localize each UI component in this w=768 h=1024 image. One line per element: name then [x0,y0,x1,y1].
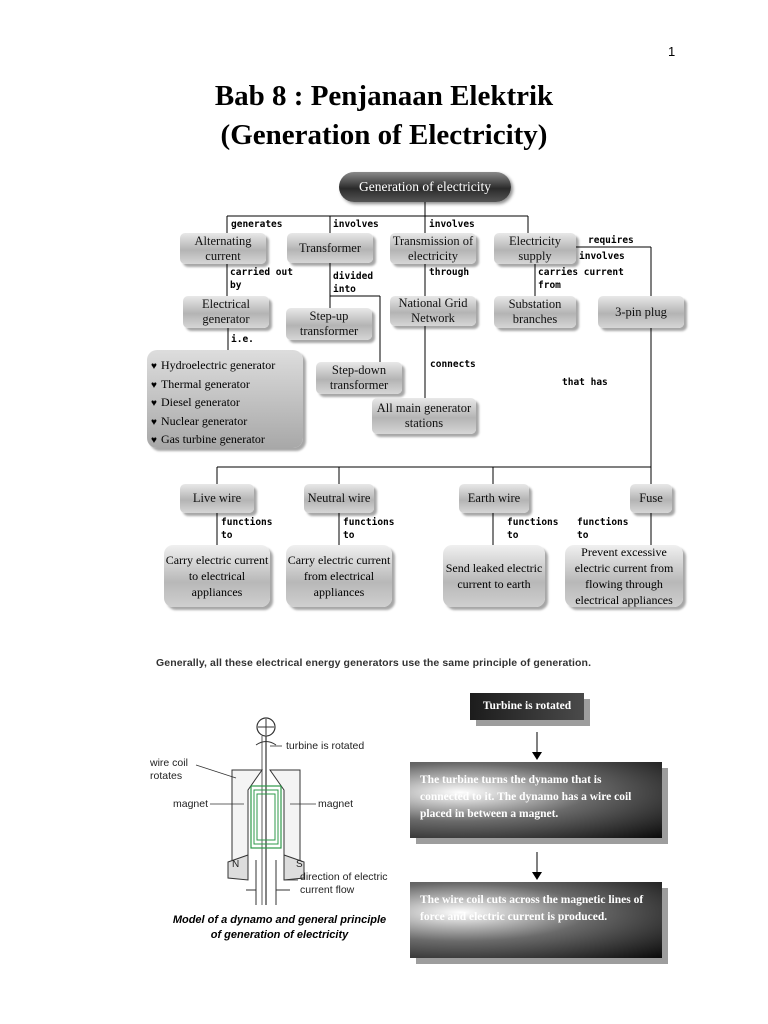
label-to: to [343,530,355,541]
wire-coil-label: wire coil rotates [150,757,188,782]
label-generates: generates [231,219,283,230]
label-functions: functions [343,517,395,528]
node-electrical-generator: Electrical generator [183,296,269,328]
list-item: ♥Nuclear generator [151,413,248,428]
direction-label: direction of electric current flow [300,871,388,896]
page-title: Bab 8 : Penjanaan Elektrik [214,80,554,112]
dynamo-caption: Model of a dynamo and general principle … [172,914,387,941]
label-involves: involves [579,251,625,262]
node-main-stations: All main generator stations [372,398,476,434]
label-through: through [429,267,470,278]
pole-s-label: S [296,859,303,870]
label-ie: i.e. [231,334,254,345]
generator-types-list: ♥Hydroelectric generator ♥Thermal genera… [147,350,303,448]
magnet-right-label: magnet [318,798,354,810]
node-live-wire: Live wire [180,484,254,513]
pole-n-label: N [232,859,240,870]
label-involves: involves [429,219,475,230]
label-connects: connects [430,359,476,370]
label-that-has: that has [562,377,608,388]
list-item: ♥Hydroelectric generator [151,358,276,372]
heart-bullet-icon: ♥ [151,398,157,409]
node-neutral-wire: Neutral wire [304,484,374,513]
heart-bullet-icon: ♥ [151,379,157,391]
label-requires: requires [588,235,634,246]
node-electricity-supply: Electricity supply [494,233,576,264]
node-substation: Substation branches [494,296,576,328]
label-from: from [538,280,561,291]
node-3pin-plug: 3-pin plug [598,296,684,328]
label-to: to [221,530,233,541]
heart-bullet-icon: ♥ [151,416,157,428]
root-node: Generation of electricity [339,172,511,202]
heart-bullet-icon: ♥ [151,435,157,446]
principle-heading: Generally, all these electrical energy g… [156,657,592,669]
function-live: Carry electric current to electrical app… [164,545,270,607]
label-carried-out: carried out [230,267,293,278]
node-alternating-current: Alternating current [180,233,266,264]
node-fuse: Fuse [630,484,672,513]
list-item: ♥Diesel generator [151,395,240,409]
label-divided: divided [333,271,374,282]
label-functions: functions [507,517,559,528]
page-subtitle: (Generation of Electricity) [220,119,548,151]
function-neutral: Carry electric current from electrical a… [286,545,392,607]
label-by: by [230,280,242,291]
function-fuse: Prevent excessive electric current from … [565,545,683,607]
turbine-label: turbine is rotated [286,740,365,752]
label-involves: involves [333,219,379,230]
node-step-up: Step-up transformer [286,308,372,340]
node-transformer: Transformer [287,233,373,263]
page-number: 1 [668,44,676,59]
node-transmission: Transmission of electricity [390,233,476,264]
label-carries-current: carries current [538,267,624,278]
label-to: to [577,530,589,541]
label-into: into [333,284,356,295]
label-functions: functions [221,517,273,528]
node-step-down: Step-down transformer [316,362,402,394]
node-national-grid: National Grid Network [390,296,476,326]
list-item: ♥Gas turbine generator [151,432,265,446]
magnet-left-label: magnet [173,798,209,810]
heart-bullet-icon: ♥ [151,361,157,372]
flow-step-2: The turbine turns the dynamo that is con… [410,762,662,838]
node-earth-wire: Earth wire [459,484,529,513]
list-item: ♥Thermal generator [151,376,250,391]
label-to: to [507,530,519,541]
flow-step-3: The wire coil cuts across the magnetic l… [410,882,662,958]
label-functions: functions [577,517,629,528]
function-earth: Send leaked electric current to earth [443,545,545,607]
flow-step-1: Turbine is rotated [470,693,584,720]
